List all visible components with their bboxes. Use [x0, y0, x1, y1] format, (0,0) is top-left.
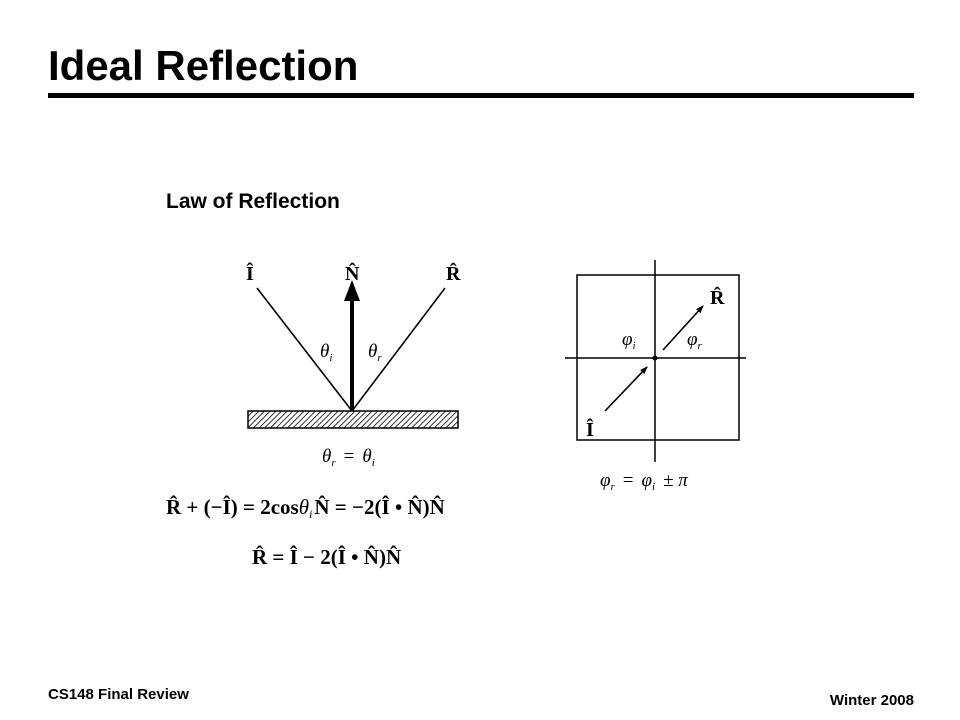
right-angle-diagram: Î R̂ φi φr φr=φi± π: [565, 260, 746, 493]
figure-heading: Law of Reflection: [166, 190, 340, 213]
phi-reflected-label: φr: [687, 329, 703, 352]
reflection-figure: Law of Reflection Î N̂ R̂ θi θr θr=θi Î …: [150, 180, 770, 595]
slide-title: Ideal Reflection: [48, 42, 359, 89]
reflected-label: R̂: [446, 261, 461, 285]
incident-label: Î: [246, 261, 254, 285]
incident-vector-label: Î: [586, 417, 594, 441]
title-underline: [48, 93, 914, 98]
left-reflection-diagram: Î N̂ R̂ θi θr θr=θi: [246, 261, 461, 469]
normal-arrowhead: [344, 280, 360, 301]
normal-label: N̂: [345, 261, 360, 285]
angle-reflected-label: θr: [368, 341, 382, 364]
incident-ray: [256, 287, 353, 412]
phi-incident-label: φi: [622, 329, 636, 352]
angle-equality-left: θr=θi: [322, 446, 375, 469]
reflecting-surface: [247, 410, 459, 429]
origin-point: [652, 355, 658, 361]
reflected-vector: [662, 305, 704, 351]
angle-incident-label: θi: [320, 341, 332, 364]
reflection-diagram: Law of Reflection Î N̂ R̂ θi θr θr=θi Î …: [166, 190, 746, 569]
reflected-vector-label: R̂: [710, 285, 725, 309]
reflection-equation-1: R̂ + (−Î) = 2cosθiN̂ = −2(Î • N̂)N̂: [166, 495, 445, 521]
footer-course: CS148 Final Review: [48, 686, 189, 703]
phi-equality: φr=φi± π: [600, 470, 688, 493]
incident-vector: [604, 366, 648, 412]
reflected-ray: [351, 287, 446, 412]
reflection-equation-2: R̂ = Î − 2(Î • N̂)N̂: [252, 545, 401, 569]
footer-term: Winter 2008: [829, 692, 914, 709]
